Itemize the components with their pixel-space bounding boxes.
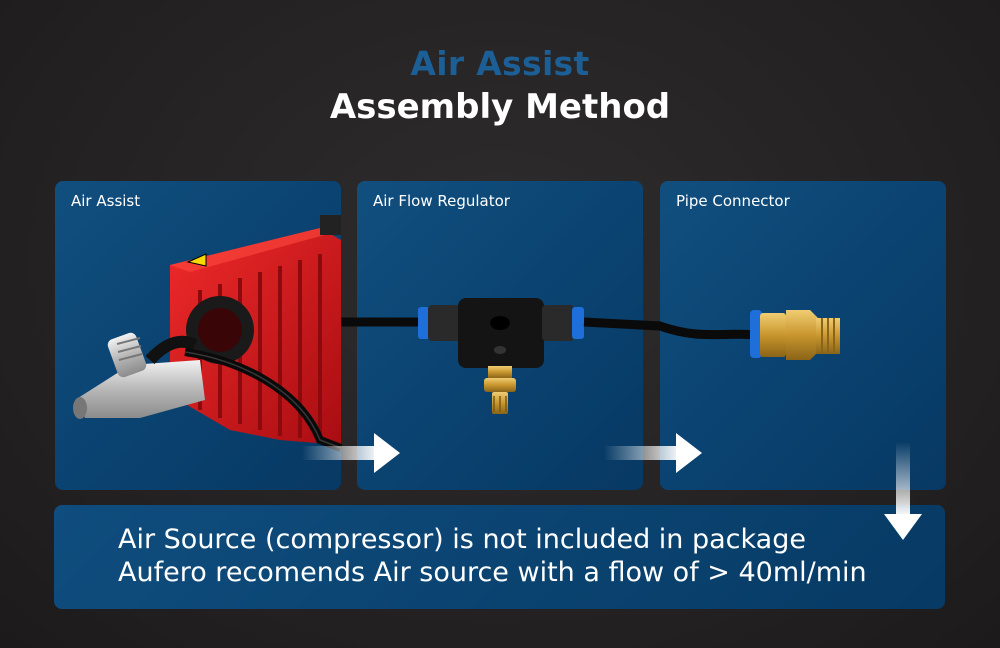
arrow-down-icon (884, 442, 922, 540)
panel-label-pipe-connector: Pipe Connector (676, 192, 790, 210)
note-line-2: Aufero recomends Air source with a flow … (118, 557, 867, 588)
nozzle-icon (73, 332, 205, 419)
laser-module-icon (170, 215, 341, 445)
note-line-1: Air Source (compressor) is not included … (118, 524, 806, 555)
panel-label-air-assist: Air Assist (71, 192, 141, 210)
arrow-right-icon (302, 433, 400, 473)
note-box: Air Source (compressor) is not included … (54, 505, 945, 609)
title-assembly-method: Assembly Method (329, 87, 671, 127)
flow-regulator-icon (418, 298, 584, 414)
title-air-assist: Air Assist (410, 44, 590, 83)
pipe-connector-icon (750, 310, 840, 360)
panel-label-air-flow-regulator: Air Flow Regulator (373, 192, 510, 210)
arrow-right-icon (604, 433, 702, 473)
